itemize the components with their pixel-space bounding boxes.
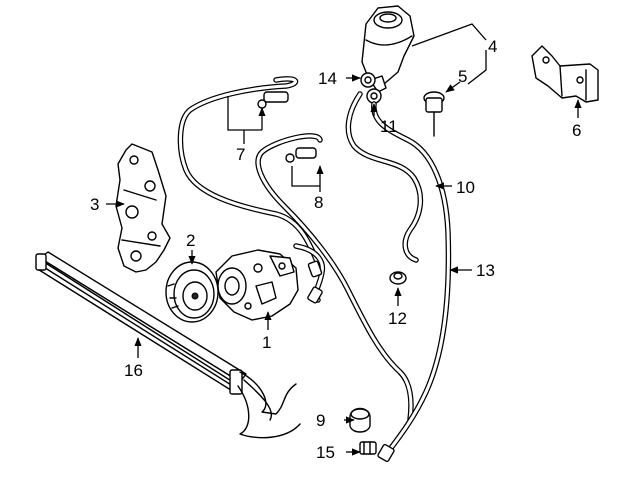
callout-12: 12: [388, 309, 407, 328]
part-10-hose: [345, 91, 424, 263]
part-8-line: [255, 133, 414, 423]
callout-6: 6: [572, 121, 581, 140]
leader-lines: [106, 23, 582, 456]
callout-15: 15: [316, 443, 335, 462]
part-12-clip: [389, 271, 407, 285]
part-11-clamp: [366, 88, 382, 104]
part-2-pulley: [165, 261, 219, 323]
callout-4: 4: [488, 37, 497, 56]
callout-8: 8: [314, 193, 323, 212]
callout-1: 1: [262, 333, 271, 352]
part-1-pump: [215, 249, 299, 321]
part-16-cooler: [35, 251, 301, 439]
callout-5: 5: [458, 67, 467, 86]
part-13-hose: [371, 101, 452, 463]
part-6-bracket: [531, 45, 599, 103]
part-7-hose: [177, 76, 326, 304]
part-14-clamp: [360, 72, 376, 88]
part-9-grommet: [349, 407, 371, 433]
callout-13: 13: [476, 261, 495, 280]
callout-labels: 1 2 3 4 5 6 7 8 9 10 11 12 13 14 15 16: [90, 37, 581, 462]
callout-2: 2: [186, 231, 195, 250]
part-15-clip: [359, 441, 377, 455]
callout-10: 10: [456, 178, 475, 197]
part-3-bracket: [115, 143, 171, 273]
callout-3: 3: [90, 195, 99, 214]
callout-14: 14: [318, 69, 337, 88]
callout-9: 9: [316, 411, 325, 430]
callout-11: 11: [380, 117, 398, 136]
part-5-cap: [423, 91, 445, 137]
callout-16: 16: [124, 361, 143, 380]
callout-7: 7: [236, 145, 245, 164]
